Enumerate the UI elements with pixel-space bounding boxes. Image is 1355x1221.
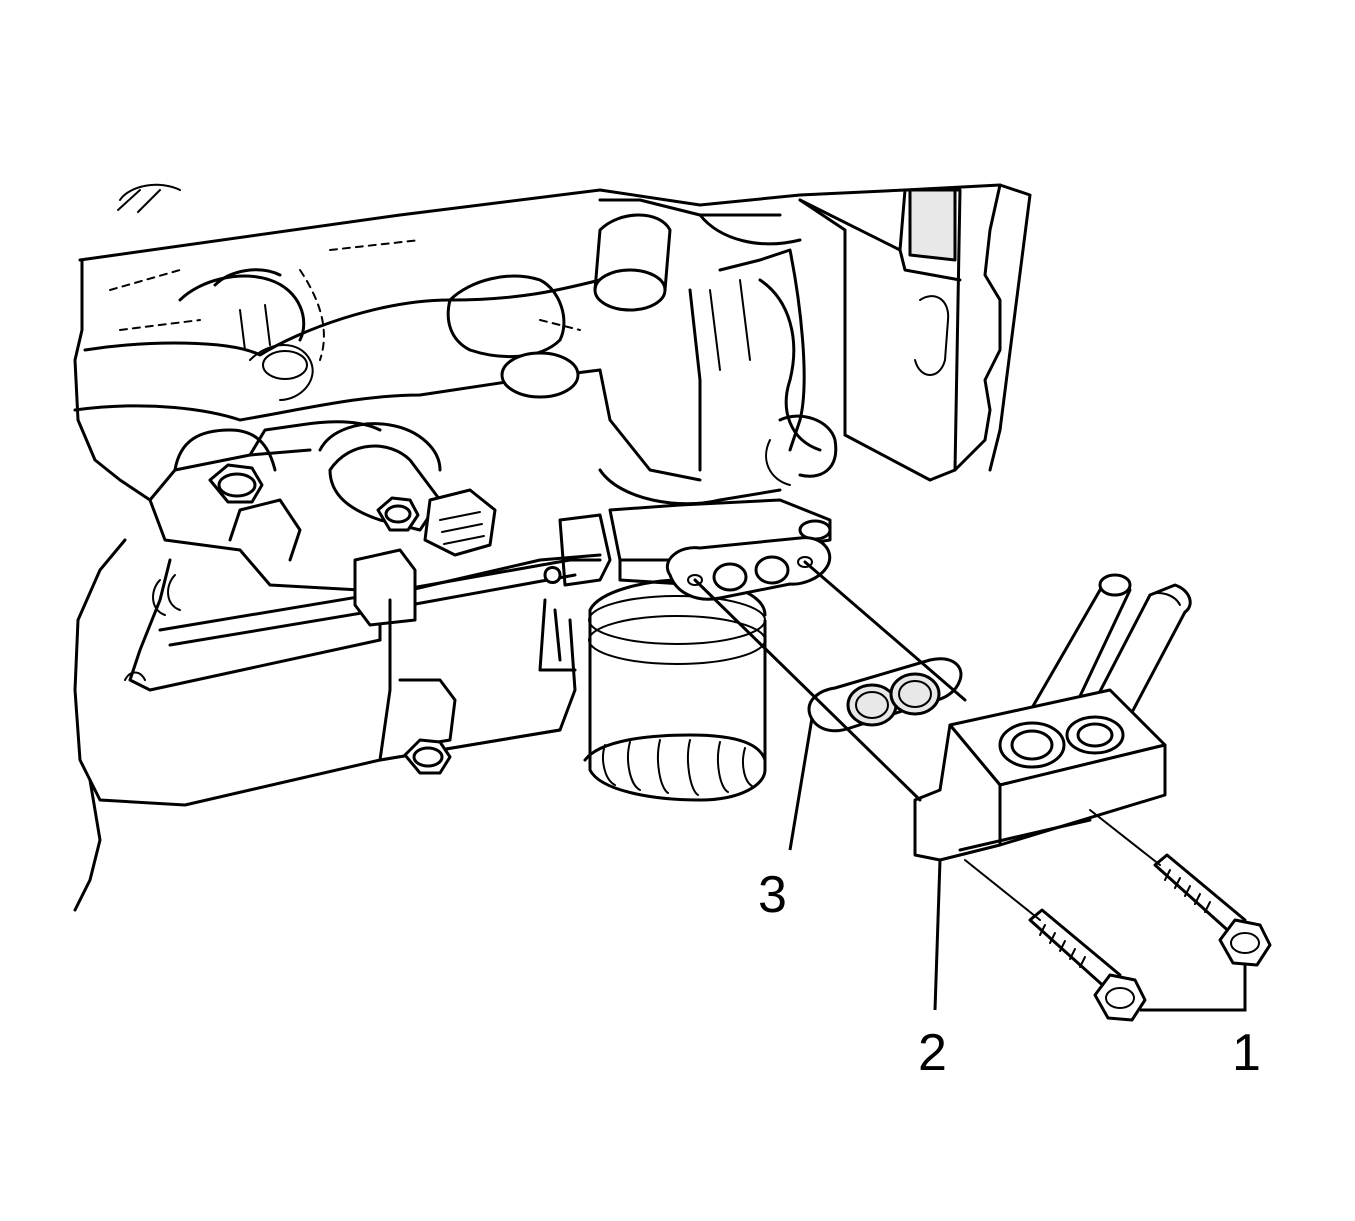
engine-assembly — [73, 183, 1032, 912]
cooler-line-connector-block — [913, 573, 1192, 862]
callout-leaders — [788, 717, 1247, 1012]
hex-nut-upper — [208, 463, 264, 504]
bolt-left — [1028, 908, 1147, 1022]
hex-bolt-lower — [403, 738, 452, 775]
callout-label-3: 3 — [758, 866, 787, 924]
gasket-seal — [807, 657, 963, 733]
callout-label-1: 1 — [1232, 1024, 1261, 1082]
sensor-connector — [328, 444, 497, 557]
bolt-right — [1153, 853, 1272, 967]
callout-label-2: 2 — [918, 1024, 947, 1082]
alignment-lines — [693, 560, 1161, 921]
adapter-plate-on-engine — [666, 536, 832, 601]
oil-filter — [583, 578, 767, 802]
